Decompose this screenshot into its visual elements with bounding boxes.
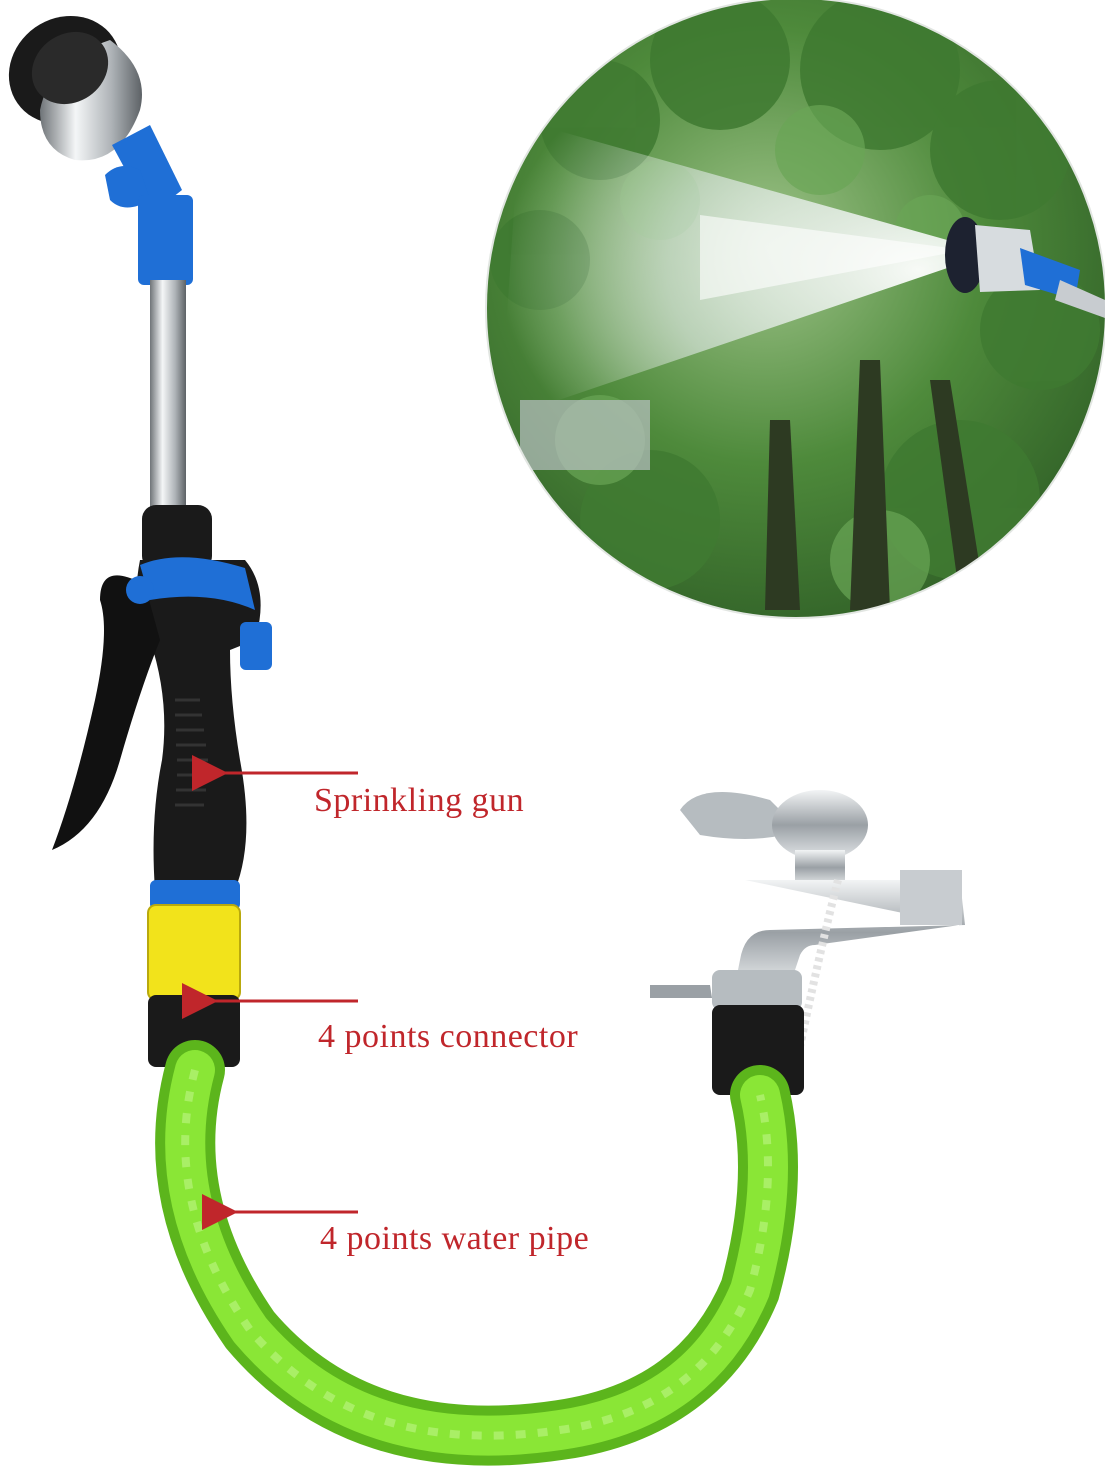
sprinkling-gun-illustration [8,15,272,1067]
garden-spray-photo [485,0,1105,619]
water-pipe-illustration [155,1040,798,1466]
sprinkling-gun-label: Sprinkling gun [314,782,525,819]
water-tap-illustration [650,790,965,1095]
connector-label: 4 points connector [318,1018,579,1055]
water-pipe-label: 4 points water pipe [320,1220,590,1257]
